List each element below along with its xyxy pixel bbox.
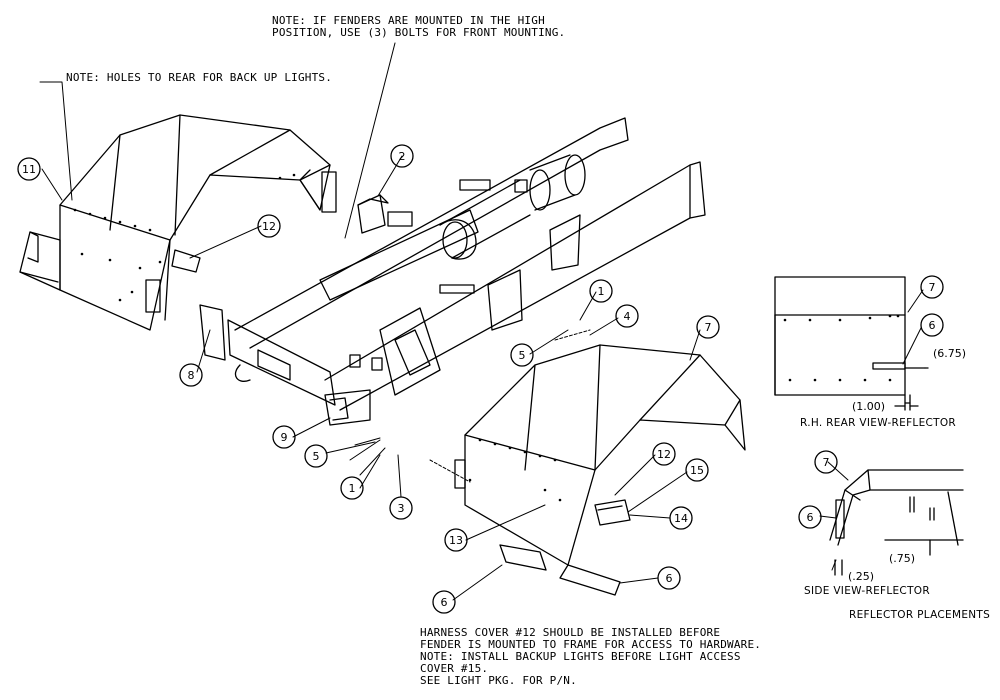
dimension-labels: (6.75) (1.00) (.75) (.25) <box>848 347 966 583</box>
dimension-6-75: (6.75) <box>933 347 966 360</box>
note-high-position-line-2: POSITION, USE (3) BOLTS FOR FRONT MOUNTI… <box>272 26 566 39</box>
rear-view-reflector <box>774 276 929 411</box>
balloons: 11 2 12 8 9 5 1 3 1 4 5 7 12 15 14 13 6 <box>17 144 944 614</box>
balloon-5 <box>304 444 328 468</box>
balloon-2 <box>390 144 414 168</box>
dimension-1-00: (1.00) <box>852 400 885 413</box>
balloon-4-label: 4 <box>624 310 631 323</box>
balloon-15-label: 15 <box>690 464 704 477</box>
balloon-14 <box>669 506 693 530</box>
balloon-5 <box>510 343 534 367</box>
balloon-7-label: 7 <box>823 456 830 469</box>
chassis-frame <box>199 117 706 426</box>
caption-rear-view: R.H. REAR VIEW-REFLECTOR <box>800 417 957 429</box>
side-view-reflector <box>829 469 964 576</box>
caption-side-view: SIDE VIEW-REFLECTOR <box>804 585 930 597</box>
balloon-1 <box>589 279 613 303</box>
balloon-11 <box>17 157 41 181</box>
balloon-11-label: 11 <box>22 163 36 176</box>
balloon-7 <box>920 275 944 299</box>
balloon-6-label: 6 <box>441 596 448 609</box>
balloon-2-label: 2 <box>399 150 406 163</box>
balloon-7-label: 7 <box>705 321 712 334</box>
left-fender <box>19 114 337 331</box>
balloon-9-label: 9 <box>281 431 288 444</box>
balloon-15 <box>685 458 709 482</box>
balloon-12-label: 12 <box>262 220 276 233</box>
balloon-13 <box>444 528 468 552</box>
caption-reflector-placements: REFLECTOR PLACEMENTS <box>849 609 991 621</box>
note-harness-line-4: COVER #15. <box>420 662 489 675</box>
balloon-13-label: 13 <box>449 534 463 547</box>
balloon-6-label: 6 <box>929 319 936 332</box>
balloon-4 <box>615 304 639 328</box>
balloon-14-label: 14 <box>674 512 688 525</box>
balloon-7 <box>814 450 838 474</box>
balloon-6 <box>798 505 822 529</box>
balloon-1-label: 1 <box>349 482 356 495</box>
balloon-12 <box>652 442 676 466</box>
balloon-6-label: 6 <box>807 511 814 524</box>
right-fender <box>454 344 746 596</box>
balloon-1 <box>340 476 364 500</box>
balloon-5-label: 5 <box>519 349 526 362</box>
note-holes-rear: NOTE: HOLES TO REAR FOR BACK UP LIGHTS. <box>66 71 333 84</box>
balloon-6 <box>920 313 944 337</box>
balloon-12-label: 12 <box>657 448 671 461</box>
balloon-3-label: 3 <box>398 502 405 515</box>
dimension-0-75: (.75) <box>889 552 915 565</box>
note-harness-line-3: NOTE: INSTALL BACKUP LIGHTS BEFORE LIGHT… <box>420 650 741 663</box>
balloon-3 <box>389 496 413 520</box>
note-high-position-line-1: NOTE: IF FENDERS ARE MOUNTED IN THE HIGH <box>272 14 545 27</box>
note-harness-line-2: FENDER IS MOUNTED TO FRAME FOR ACCESS TO… <box>420 638 762 651</box>
balloon-6-label: 6 <box>666 572 673 585</box>
balloon-12 <box>257 214 281 238</box>
balloon-6 <box>657 566 681 590</box>
dimension-0-25: (.25) <box>848 570 874 583</box>
balloon-5-label: 5 <box>313 450 320 463</box>
balloon-7 <box>696 315 720 339</box>
balloon-7-label: 7 <box>929 281 936 294</box>
balloon-9 <box>272 425 296 449</box>
note-harness-line-1: HARNESS COVER #12 SHOULD BE INSTALLED BE… <box>420 626 721 639</box>
leader-lines <box>39 42 924 601</box>
balloon-8-label: 8 <box>188 369 195 382</box>
balloon-6 <box>432 590 456 614</box>
balloon-1-label: 1 <box>598 285 605 298</box>
balloon-8 <box>179 363 203 387</box>
note-harness-line-5: SEE LIGHT PKG. FOR P/N. <box>420 674 577 687</box>
